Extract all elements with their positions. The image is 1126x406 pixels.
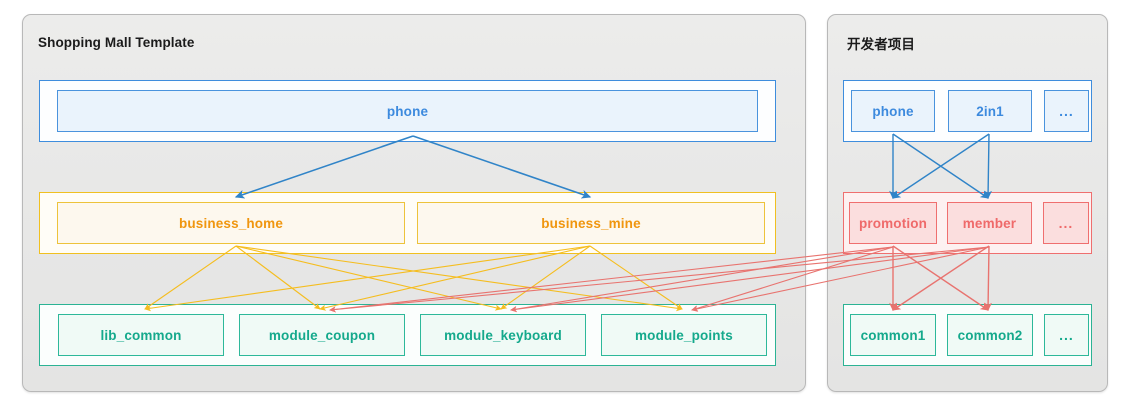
node-common1[interactable]: common1 (850, 314, 936, 356)
node-right-entry-more[interactable]: ... (1044, 90, 1089, 132)
panel-title-developer-project: 开发者项目 (847, 37, 915, 52)
node-right-feature-more[interactable]: ... (1043, 202, 1089, 244)
node-right-2in1[interactable]: 2in1 (948, 90, 1032, 132)
node-module-points[interactable]: module_points (601, 314, 767, 356)
node-module-keyboard[interactable]: module_keyboard (420, 314, 586, 356)
node-lib-common[interactable]: lib_common (58, 314, 224, 356)
node-business-mine[interactable]: business_mine (417, 202, 765, 244)
node-right-phone[interactable]: phone (851, 90, 935, 132)
node-right-common-more[interactable]: ... (1044, 314, 1089, 356)
node-module-coupon[interactable]: module_coupon (239, 314, 405, 356)
node-promotion[interactable]: promotion (849, 202, 937, 244)
node-left-phone[interactable]: phone (57, 90, 758, 132)
node-member[interactable]: member (947, 202, 1032, 244)
node-common2[interactable]: common2 (947, 314, 1033, 356)
panel-title-shopping-mall-template: Shopping Mall Template (38, 35, 195, 50)
node-business-home[interactable]: business_home (57, 202, 405, 244)
